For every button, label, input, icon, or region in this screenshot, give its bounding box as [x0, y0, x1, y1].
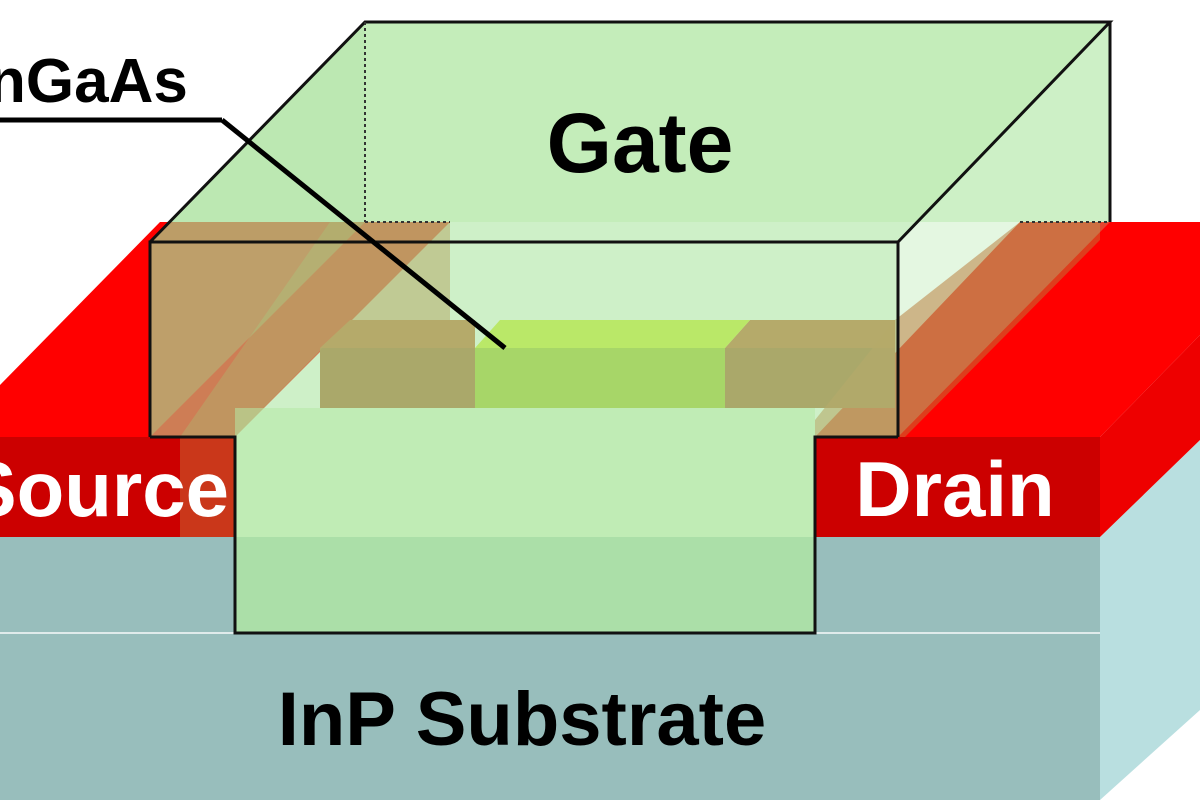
- gate-lower-inner: [235, 408, 815, 633]
- gate-back-face: [365, 22, 1110, 222]
- source-label: Source: [0, 445, 229, 533]
- channel-pointer-line: [220, 118, 507, 350]
- drain-front-face: [815, 437, 1100, 537]
- gate-label: Gate: [547, 96, 734, 190]
- gate-right-face: [898, 22, 1110, 437]
- drain-right-face: [1100, 335, 1200, 537]
- channel-label: nGaAs: [0, 47, 188, 116]
- gate-hidden-edges: [364, 22, 1110, 223]
- gate-top-face: [150, 22, 1110, 242]
- substrate-label: InP Substrate: [278, 677, 767, 762]
- drain-label: Drain: [855, 445, 1054, 533]
- gate-outline: [148, 20, 1114, 635]
- substrate-right-face: [1100, 440, 1200, 800]
